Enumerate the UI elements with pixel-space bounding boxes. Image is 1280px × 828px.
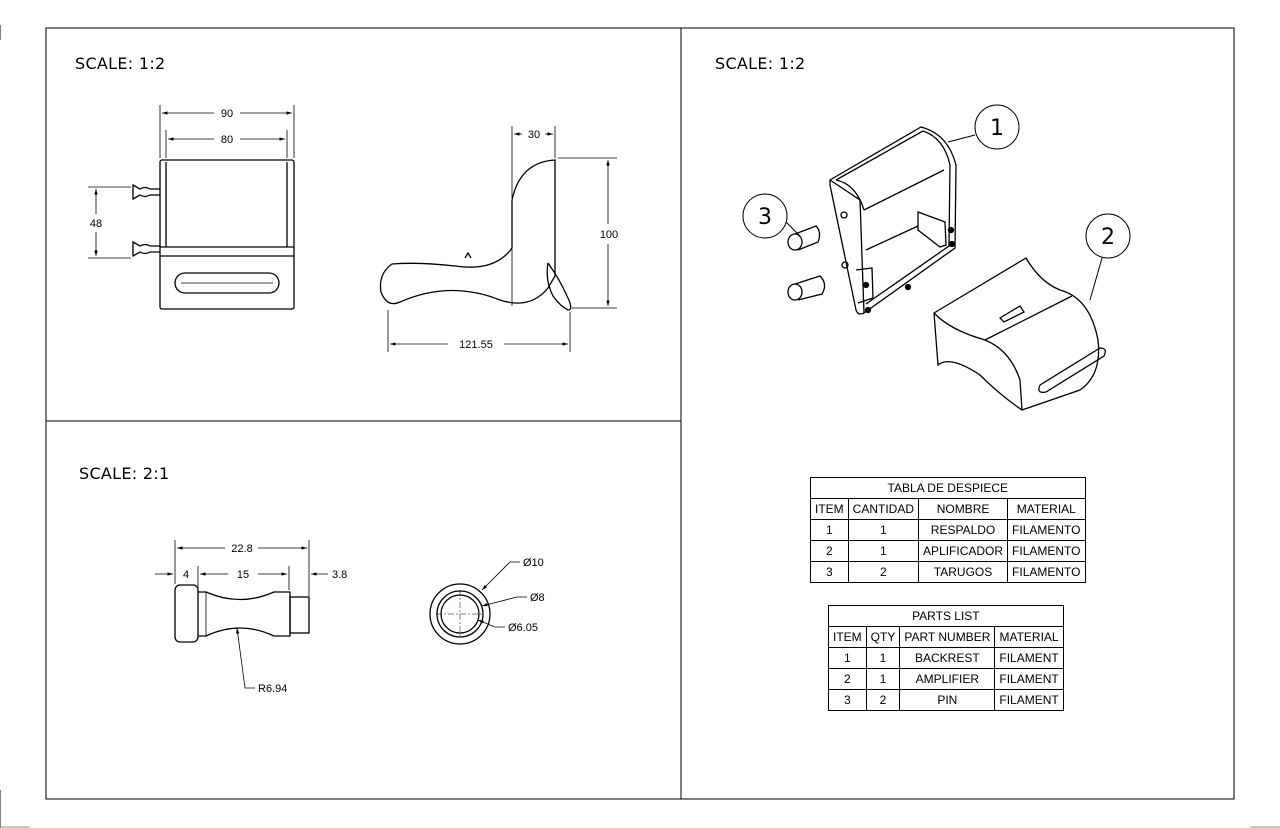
parts-header-item: ITEM xyxy=(828,626,867,648)
scale-label-top-left: SCALE: 1:2 xyxy=(75,54,166,73)
table-row: 2 1 AMPLIFIER FILAMENT xyxy=(828,668,1064,690)
table-row: 3 2 TARUGOS FILAMENTO xyxy=(810,561,1086,583)
table-cell: FILAMENT xyxy=(994,668,1064,690)
scale-label-bottom-left: SCALE: 2:1 xyxy=(79,464,170,483)
table-cell: FILAMENT xyxy=(994,647,1064,669)
pin-end-dimensions xyxy=(477,561,527,628)
table-cell: 1 xyxy=(865,647,901,669)
table-cell: 1 xyxy=(810,519,849,541)
table-cell: RESPALDO xyxy=(918,519,1009,541)
tabla-despiece: TABLA DE DESPIECE ITEM CANTIDAD NOMBRE M… xyxy=(810,477,1086,583)
backrest-isometric xyxy=(829,126,957,315)
front-view-dimensions xyxy=(88,105,295,259)
dim-side-30: 30 xyxy=(528,129,540,141)
table-row: 3 2 PIN FILAMENT xyxy=(828,689,1064,711)
parts-header-material: MATERIAL xyxy=(994,626,1064,648)
front-view xyxy=(132,159,295,310)
parts-list: PARTS LIST ITEM QTY PART NUMBER MATERIAL… xyxy=(828,605,1064,711)
tabla-header-cantidad: CANTIDAD xyxy=(847,498,920,520)
amplifier-isometric xyxy=(933,257,1106,411)
callout-3: 3 xyxy=(758,205,772,230)
pin-side-view xyxy=(174,584,310,643)
table-cell: TARUGOS xyxy=(918,561,1009,583)
dim-pin-d10: Ø10 xyxy=(523,557,544,569)
table-cell: 3 xyxy=(810,561,849,583)
dim-pin-radius: R6.94 xyxy=(258,683,287,695)
table-cell: AMPLIFIER xyxy=(899,668,996,690)
table-cell: FILAMENTO xyxy=(1007,519,1086,541)
dim-pin-body: 15 xyxy=(237,569,249,581)
table-cell: 2 xyxy=(828,668,867,690)
dim-front-48: 48 xyxy=(90,218,102,230)
dim-side-100: 100 xyxy=(600,229,618,241)
side-view xyxy=(379,159,572,311)
table-row: 1 1 BACKREST FILAMENT xyxy=(828,647,1064,669)
table-cell: PIN xyxy=(899,689,996,711)
table-cell: 2 xyxy=(865,689,901,711)
dim-side-121: 121.55 xyxy=(459,339,493,351)
callout-1: 1 xyxy=(990,116,1004,141)
table-row: 2 1 APLIFICADOR FILAMENTO xyxy=(810,540,1086,562)
table-cell: FILAMENTO xyxy=(1007,561,1086,583)
table-cell: FILAMENTO xyxy=(1007,540,1086,562)
tabla-header-nombre: NOMBRE xyxy=(918,498,1009,520)
parts-header-part-number: PART NUMBER xyxy=(899,626,996,648)
table-row: 1 1 RESPALDO FILAMENTO xyxy=(810,519,1086,541)
tabla-despiece-title: TABLA DE DESPIECE xyxy=(810,477,1086,499)
table-cell: 1 xyxy=(847,540,920,562)
table-cell: 2 xyxy=(847,561,920,583)
pins-isometric xyxy=(787,225,826,301)
dim-front-80: 80 xyxy=(221,134,233,146)
side-view-dimensions xyxy=(387,126,617,352)
callouts xyxy=(742,104,1131,301)
tabla-header-item: ITEM xyxy=(810,498,849,520)
table-cell: 2 xyxy=(810,540,849,562)
table-cell: 1 xyxy=(847,519,920,541)
dim-pin-d8: Ø8 xyxy=(530,592,545,604)
parts-header-qty: QTY xyxy=(865,626,901,648)
parts-list-title: PARTS LIST xyxy=(828,605,1064,627)
table-cell: APLIFICADOR xyxy=(918,540,1009,562)
dim-pin-d605: Ø6.05 xyxy=(508,622,538,634)
callout-2: 2 xyxy=(1101,225,1115,250)
pin-end-view xyxy=(429,583,491,645)
dim-pin-tip: 3.8 xyxy=(332,569,347,581)
table-cell: FILAMENT xyxy=(994,689,1064,711)
dim-front-90: 90 xyxy=(221,108,233,120)
table-cell: BACKREST xyxy=(899,647,996,669)
table-cell: 1 xyxy=(865,668,901,690)
tabla-header-material: MATERIAL xyxy=(1007,498,1086,520)
sheet-frame xyxy=(45,27,1235,800)
dim-pin-total: 22.8 xyxy=(231,543,252,555)
pin-dimensions xyxy=(155,540,328,689)
scale-label-right: SCALE: 1:2 xyxy=(715,54,806,73)
dim-pin-head: 4 xyxy=(183,569,189,581)
table-cell: 3 xyxy=(828,689,867,711)
table-cell: 1 xyxy=(828,647,867,669)
